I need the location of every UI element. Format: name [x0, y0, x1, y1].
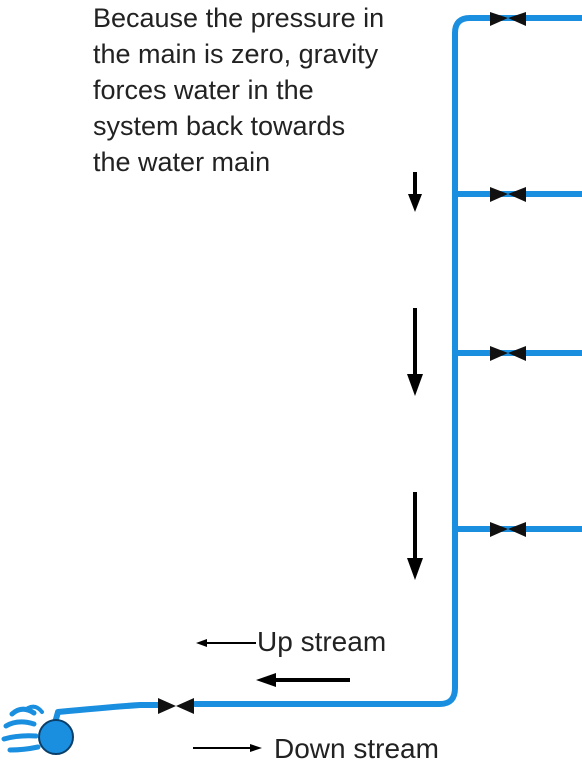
valve-icon — [490, 12, 526, 26]
valve-icon — [490, 346, 526, 361]
valve-icon — [490, 187, 526, 202]
flow-arrow-icon — [407, 492, 423, 580]
downstream-label: Down stream — [274, 733, 439, 764]
upstream-legend-arrow-icon — [196, 639, 256, 647]
valve-icon — [490, 522, 526, 537]
diagram-caption: Because the pressure in the main is zero… — [93, 3, 385, 177]
valve-icon — [158, 698, 194, 714]
downstream-legend-arrow-icon — [193, 744, 262, 752]
backflow-arrow-icon — [256, 673, 350, 687]
flow-arrow-icon — [407, 308, 423, 396]
service-pipe — [50, 702, 163, 733]
flow-arrow-icon — [408, 172, 422, 212]
water-main-icon — [1, 704, 74, 755]
riser-pipe — [192, 15, 582, 707]
upstream-label: Up stream — [257, 626, 387, 657]
